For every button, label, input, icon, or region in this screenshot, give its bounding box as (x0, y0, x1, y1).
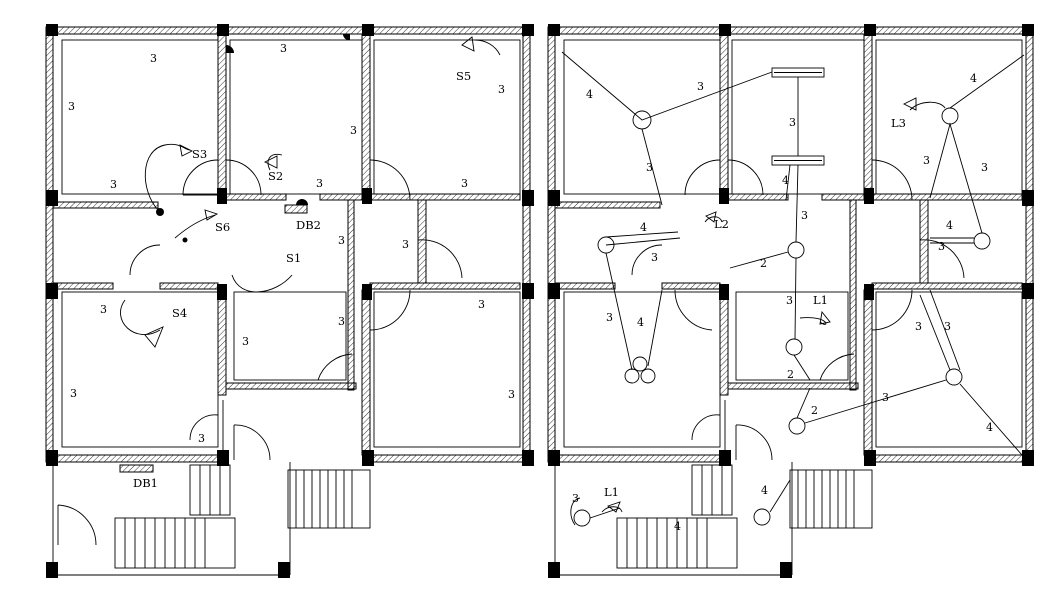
dim-label: 3 (498, 83, 505, 96)
right-floor-plan: 4 3 3 4 3 4 3 3 2 3 3 3 4 3 3 3 3 2 2 3 … (547, 24, 1034, 578)
light-label-l1: L1 (604, 485, 619, 499)
dim-label: 3 (338, 315, 345, 328)
wire-count: 3 (882, 391, 889, 404)
wire-count: 4 (761, 484, 768, 497)
dim-label: 3 (478, 298, 485, 311)
wire-count: 2 (787, 368, 794, 381)
wire-count: 3 (606, 311, 613, 324)
left-outer-walls (45, 26, 531, 463)
dim-label: 3 (402, 238, 409, 251)
left-stairs (114, 464, 371, 569)
switch-label-s2: S2 (268, 169, 283, 183)
ceiling-light-icon (787, 241, 805, 259)
dim-label: 3 (110, 178, 117, 191)
dim-label: 3 (338, 234, 345, 247)
chandelier-icon (624, 368, 640, 384)
dim-label: 3 (100, 303, 107, 316)
switch-label-s1: S1 (286, 251, 301, 265)
ceiling-light-icon (785, 338, 803, 356)
wire-count: 3 (944, 320, 951, 333)
switch-label-s3: S3 (192, 147, 207, 161)
dim-label: 3 (461, 177, 468, 190)
dim-label: 3 (508, 388, 515, 401)
wire-count: 3 (786, 294, 793, 307)
ceiling-light-icon (941, 107, 959, 125)
wire-count: 4 (640, 221, 647, 234)
right-wiring (561, 51, 1025, 526)
dim-label: 3 (150, 52, 157, 65)
dim-label: 3 (242, 335, 249, 348)
wire-count: 3 (697, 80, 704, 93)
right-room-outlines (554, 39, 1023, 576)
ceiling-light-icon (973, 232, 991, 250)
left-floor-plan: 3 3 3 3 3 3 3 3 3 3 3 3 3 3 3 3 3 S3 S2 … (45, 24, 534, 578)
dim-label: 3 (70, 387, 77, 400)
switch-label-s4: S4 (172, 306, 187, 320)
chandelier-icon (632, 356, 648, 372)
wire-count: 4 (782, 174, 789, 187)
right-doors (631, 159, 965, 461)
wire-count: 3 (651, 251, 658, 264)
wire-count: 3 (923, 154, 930, 167)
left-room-outlines (52, 39, 521, 576)
db1-label: DB1 (133, 476, 158, 490)
left-doors (57, 159, 463, 546)
light-label-l1: L1 (813, 293, 828, 307)
wire-count: 3 (938, 240, 945, 253)
dim-label: 3 (68, 100, 75, 113)
db2-label: DB2 (296, 218, 321, 232)
wire-count: 4 (946, 219, 953, 232)
wire-count: 2 (760, 257, 767, 270)
wire-count: 3 (789, 116, 796, 129)
dim-label: 3 (316, 177, 323, 190)
right-columns (548, 24, 1034, 578)
switch-label-s5: S5 (456, 69, 471, 83)
left-columns (46, 24, 534, 578)
wire-count: 3 (572, 492, 579, 505)
dim-label: 3 (350, 124, 357, 137)
wire-count: 3 (915, 320, 922, 333)
ceiling-light-icon (753, 508, 771, 526)
dim-label: 3 (198, 432, 205, 445)
wire-count: 4 (986, 421, 993, 434)
dim-label: 3 (280, 42, 287, 55)
wire-count: 4 (970, 72, 977, 85)
light-label-l3: L3 (891, 116, 906, 130)
right-stairs (616, 464, 873, 569)
ceiling-light-icon (788, 417, 806, 435)
wire-count: 3 (801, 209, 808, 222)
wire-count: 4 (637, 316, 644, 329)
wire-count: 4 (674, 520, 681, 533)
light-label-l2: L2 (714, 217, 729, 231)
db1-board (119, 464, 154, 473)
ceiling-light-icon (573, 509, 591, 527)
left-switch-wiring (120, 34, 501, 348)
switch-label-s6: S6 (215, 220, 230, 234)
ceiling-light-icon (945, 368, 963, 386)
db2-board (284, 204, 308, 214)
wire-count: 3 (646, 161, 653, 174)
wire-count: 2 (811, 404, 818, 417)
wire-count: 4 (586, 88, 593, 101)
chandelier-icon (640, 368, 656, 384)
wire-count: 3 (981, 161, 988, 174)
